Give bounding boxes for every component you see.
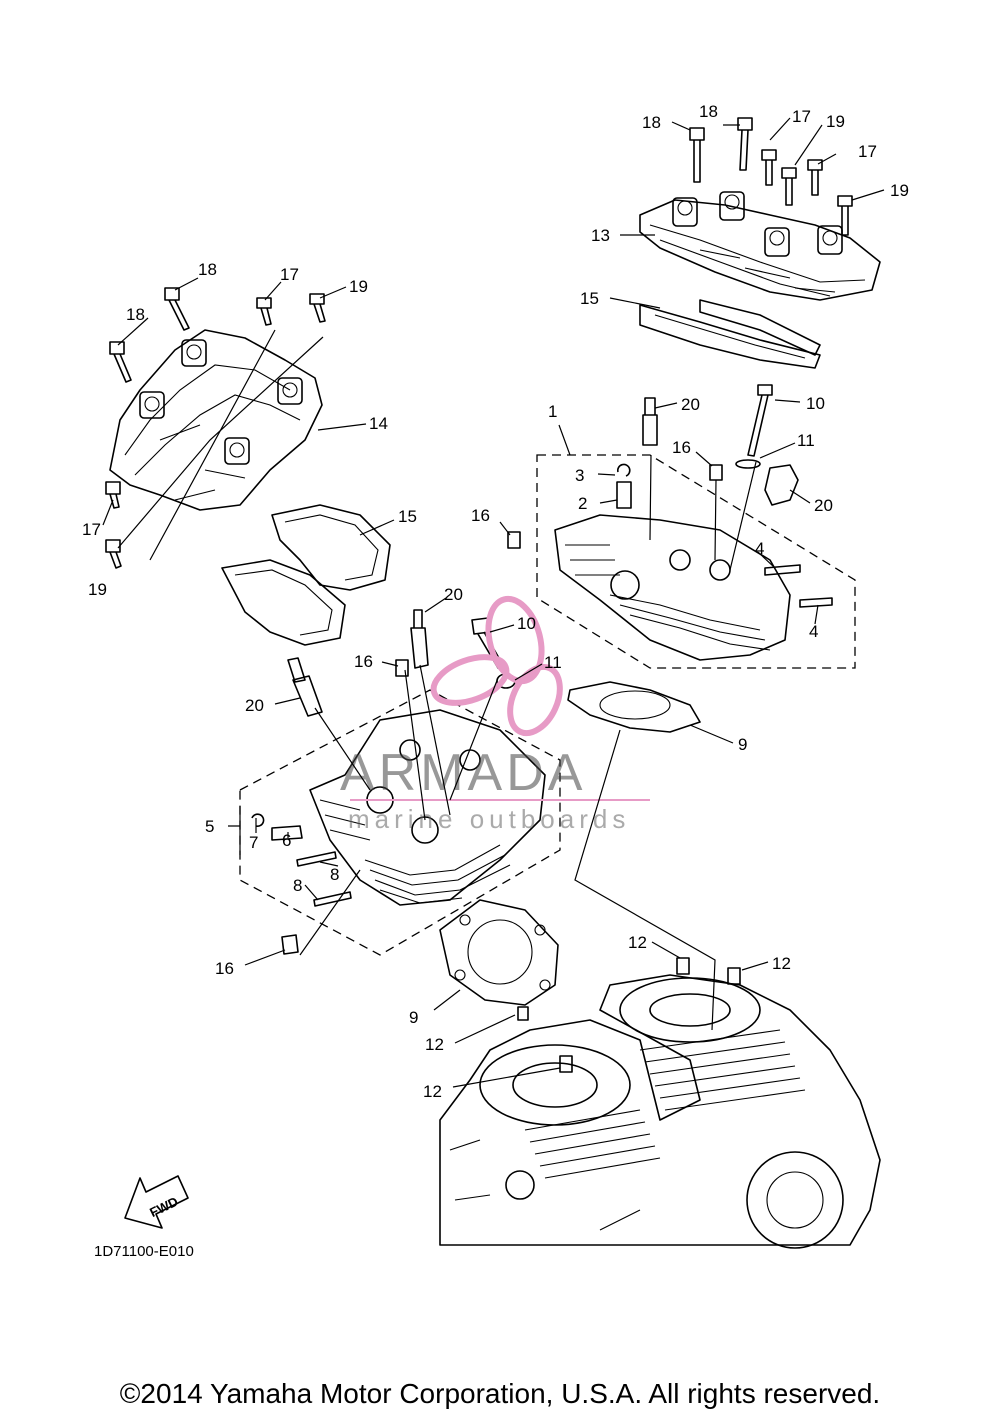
callout-16: 16	[215, 959, 234, 978]
callout-1: 1	[548, 402, 557, 421]
callout-10: 10	[806, 394, 825, 413]
callout-12: 12	[772, 954, 791, 973]
callout-9: 9	[409, 1008, 418, 1027]
callout-15: 15	[398, 507, 417, 526]
front-head-assembly-box	[239, 689, 561, 956]
callout-4: 4	[809, 622, 818, 641]
callout-16: 16	[354, 652, 373, 671]
rear-head-gasket	[567, 681, 701, 733]
rear-cover-bolts	[689, 117, 853, 236]
copyright-notice: ©2014 Yamaha Motor Corporation, U.S.A. A…	[119, 1378, 881, 1409]
callout-7: 7	[249, 833, 258, 852]
callout-17: 17	[82, 520, 101, 539]
callout-13: 13	[591, 226, 610, 245]
callout-10: 10	[517, 614, 536, 633]
watermark-brand: ARMADA	[340, 744, 586, 802]
callout-17: 17	[792, 107, 811, 126]
callout-18: 18	[642, 113, 661, 132]
rear-rocker-cover	[639, 191, 881, 301]
callout-8: 8	[293, 876, 302, 895]
callout-11: 11	[797, 431, 815, 450]
fwd-arrow-icon: FWD	[124, 1175, 189, 1229]
front-cylinder-head	[309, 709, 546, 906]
leader-lines	[102, 117, 885, 1088]
callout-18: 18	[126, 305, 145, 324]
dowel-pins	[517, 957, 741, 1073]
front-head-gasket	[439, 899, 559, 1006]
callout-19: 19	[826, 112, 845, 131]
watermark-logo	[430, 595, 563, 737]
callout-8: 8	[330, 865, 339, 884]
callout-18: 18	[198, 260, 217, 279]
callout-15: 15	[580, 289, 599, 308]
callout-4: 4	[755, 539, 764, 558]
front-head-small-parts	[251, 609, 516, 955]
callout-17: 17	[280, 265, 299, 284]
callout-3: 3	[575, 466, 584, 485]
rear-cover-gasket	[639, 299, 821, 369]
callout-11: 11	[544, 653, 562, 672]
callout-14: 14	[369, 414, 388, 433]
callout-17: 17	[858, 142, 877, 161]
callout-6: 6	[282, 831, 291, 850]
callout-5: 5	[205, 817, 214, 836]
fwd-label: FWD	[147, 1194, 180, 1220]
callout-labels: 18 18 17 19 17 19 13 15 18 17 19 18 14 1…	[82, 102, 909, 1101]
callout-20: 20	[681, 395, 700, 414]
watermark-subtitle: marine outboards	[348, 804, 630, 834]
callout-20: 20	[814, 496, 833, 515]
callout-12: 12	[425, 1035, 444, 1054]
callout-16: 16	[672, 438, 691, 457]
callout-16: 16	[471, 506, 490, 525]
callout-12: 12	[628, 933, 647, 952]
callout-2: 2	[578, 494, 587, 513]
front-rocker-cover	[109, 329, 323, 511]
engine-block	[439, 974, 881, 1249]
rear-head-small-parts	[507, 384, 833, 608]
callout-19: 19	[890, 181, 909, 200]
rear-cylinder-head	[554, 514, 791, 661]
callout-19: 19	[349, 277, 368, 296]
callout-20: 20	[444, 585, 463, 604]
front-cover-bolts	[105, 287, 326, 569]
callout-20: 20	[245, 696, 264, 715]
front-cover-gasket	[221, 504, 391, 646]
callout-19: 19	[88, 580, 107, 599]
rear-head-assembly-box	[536, 454, 856, 669]
callout-12: 12	[423, 1082, 442, 1101]
callout-18: 18	[699, 102, 718, 121]
callout-9: 9	[738, 735, 747, 754]
diagram-code: 1D71100-E010	[94, 1243, 194, 1260]
